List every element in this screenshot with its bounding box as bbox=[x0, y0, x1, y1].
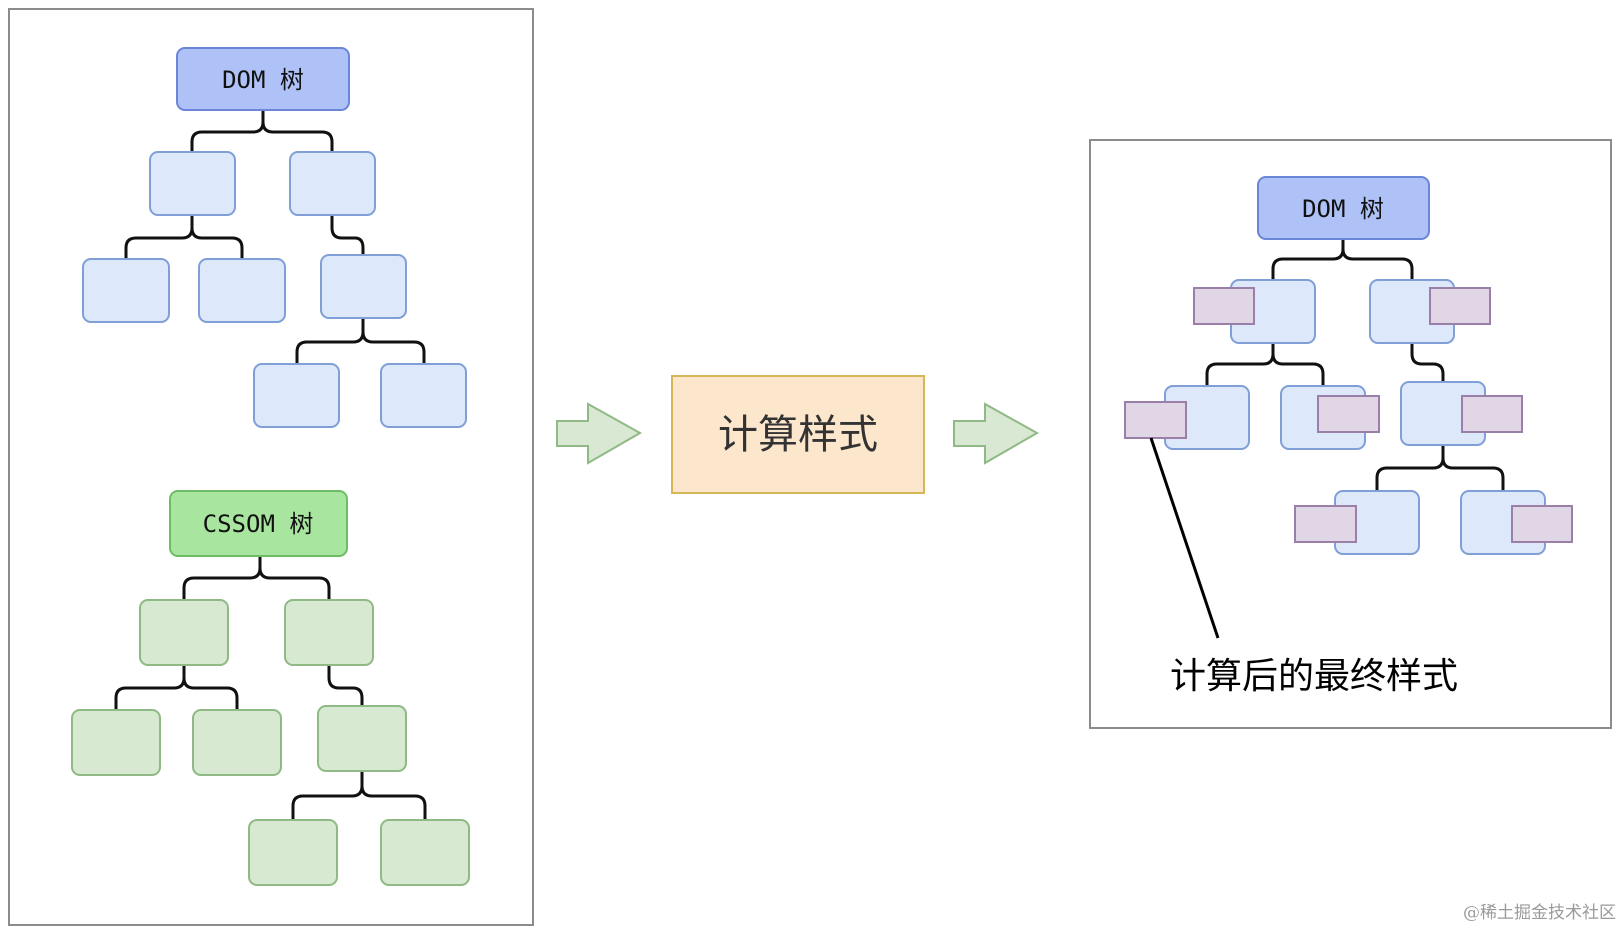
cssom-tree: CSSOM 树 bbox=[71, 490, 470, 886]
style-tag bbox=[1294, 505, 1357, 543]
input-trees-panel bbox=[8, 8, 534, 926]
dom-tree-label: DOM 树 bbox=[222, 66, 304, 94]
dom-tree-root bbox=[176, 47, 350, 111]
render-tree-label: DOM 树 bbox=[1302, 195, 1384, 223]
final-style-note: 计算后的最终样式 bbox=[1170, 656, 1458, 697]
cssom-tree-root bbox=[169, 490, 348, 557]
compute-style-box bbox=[671, 375, 925, 494]
cssom-tree-edges bbox=[114, 556, 427, 820]
cssom-node bbox=[380, 819, 470, 886]
dom-node bbox=[198, 258, 286, 323]
dom-node bbox=[289, 151, 376, 216]
dom-tree: DOM 树 bbox=[82, 47, 467, 428]
style-tag bbox=[1124, 401, 1187, 439]
compute-style-label: 计算样式 bbox=[718, 412, 878, 458]
dom-node bbox=[253, 363, 340, 428]
cssom-node bbox=[284, 599, 374, 666]
cssom-tree-label: CSSOM 树 bbox=[203, 510, 314, 538]
render-tree-root bbox=[1257, 176, 1430, 240]
style-tag bbox=[1193, 287, 1255, 325]
arrow-right-icon bbox=[556, 402, 643, 465]
dom-node bbox=[149, 151, 236, 216]
render-tree-edges bbox=[1205, 239, 1505, 491]
cssom-node bbox=[71, 709, 161, 776]
cssom-node bbox=[248, 819, 338, 886]
style-tag bbox=[1429, 287, 1491, 325]
cssom-node bbox=[317, 705, 407, 772]
style-tag bbox=[1511, 505, 1573, 543]
cssom-node bbox=[192, 709, 282, 776]
computed-style-tags bbox=[1124, 287, 1573, 543]
callout-pointer-line bbox=[1149, 437, 1220, 639]
cssom-node bbox=[139, 599, 229, 666]
style-tag bbox=[1461, 395, 1523, 433]
dom-node bbox=[82, 258, 170, 323]
dom-tree-edges bbox=[124, 108, 426, 364]
dom-node bbox=[320, 254, 407, 319]
dom-node bbox=[380, 363, 467, 428]
watermark-text: @稀土掘金技术社区 bbox=[1463, 903, 1616, 923]
arrow-right-icon bbox=[953, 402, 1040, 465]
style-tag bbox=[1317, 395, 1380, 433]
